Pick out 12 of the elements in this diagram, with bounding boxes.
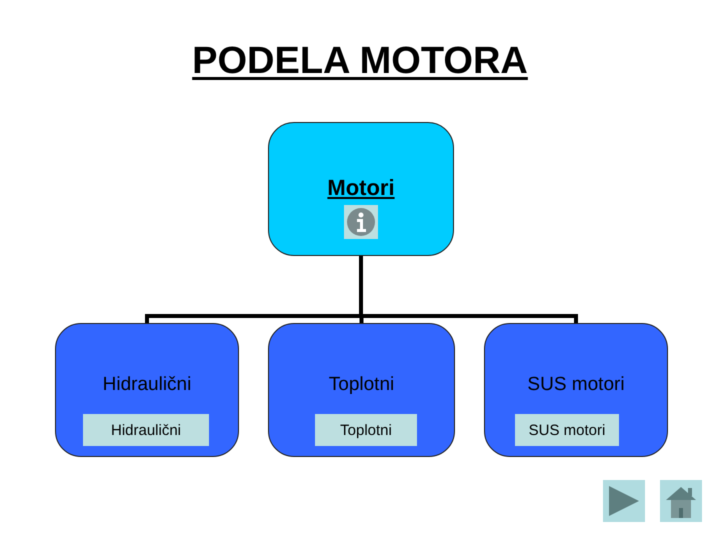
category-box [55,323,239,457]
label-button: Hidraulični [83,414,209,446]
category-box [484,323,668,457]
label-button: SUS motori [515,414,619,446]
label-button: Toplotni [315,414,417,446]
category-box [268,323,455,457]
box-label: Toplotni [328,374,394,396]
box-label: Hidraulični [102,374,192,396]
box-label: SUS motori [527,374,625,396]
box-heading: Motori [327,175,395,201]
root-box [268,122,454,256]
title: PODELA MOTORA [191,40,529,83]
